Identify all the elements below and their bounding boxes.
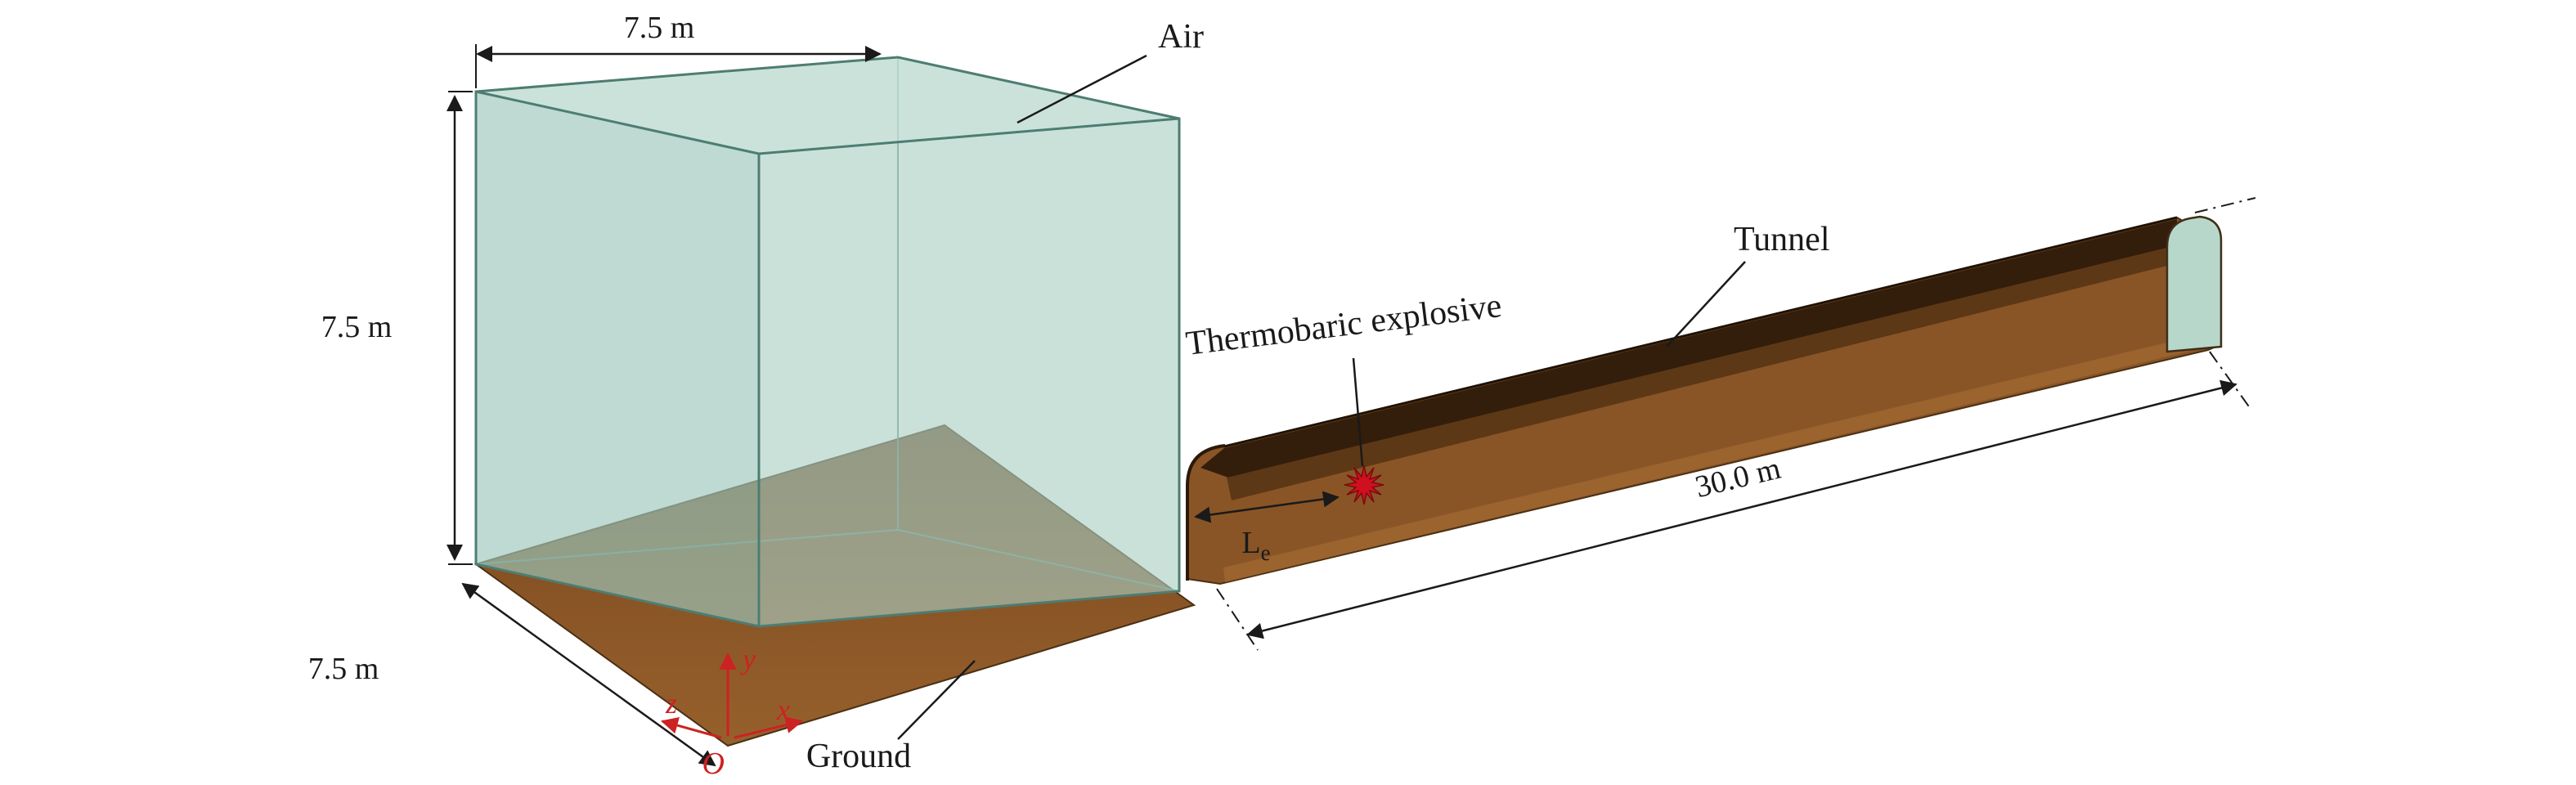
coordinate-axes: y x z O [660,643,804,781]
tunnel-entrance-arch [1186,444,1226,581]
leader-ground [897,660,976,740]
dimension-arrow-tunnel-length [1246,379,2237,639]
dimension-arrow-le [1194,491,1340,523]
axis-z-arrow [660,716,722,739]
explosive-burst-icon [1344,464,1384,505]
dim-label-le: Le [1241,526,1270,565]
label-explosive: Thermobaric explosive [1184,287,1504,363]
axis-x-arrow [734,716,804,739]
air-cube-left-face [476,92,759,626]
tunnel-group [1186,197,2256,651]
le-subscript: e [1261,541,1271,565]
air-cube-right-face [759,119,1179,626]
air-cube-edges [474,56,1181,628]
extension-line-top [2194,197,2256,213]
dim-label-height: 7.5 m [321,310,393,344]
le-symbol: L [1241,526,1260,560]
label-explosive-wrap: Thermobaric explosive [1184,287,1504,363]
air-cube-group [474,56,1181,628]
dimension-arrow-depth [461,582,716,767]
dimension-group: 7.5 m 7.5 m 7.5 m 30.0 m Le [308,11,2237,767]
extension-line-far [2209,351,2251,410]
axis-x-label: x [776,693,790,726]
dim-label-depth: 7.5 m [308,652,379,686]
axis-y-label: y [740,643,756,675]
tunnel-end-cap [2165,215,2223,353]
leader-air [1016,54,1147,124]
leader-tunnel [1666,261,1746,348]
extension-line-near [1216,588,1259,651]
axis-z-label: z [665,687,677,720]
origin-label: O [702,747,725,781]
leader-explosive [1352,357,1364,467]
label-ground: Ground [806,738,911,775]
label-air: Air [1158,18,1204,56]
dim-label-width: 7.5 m [624,11,695,45]
label-tunnel: Tunnel [1734,221,1830,258]
